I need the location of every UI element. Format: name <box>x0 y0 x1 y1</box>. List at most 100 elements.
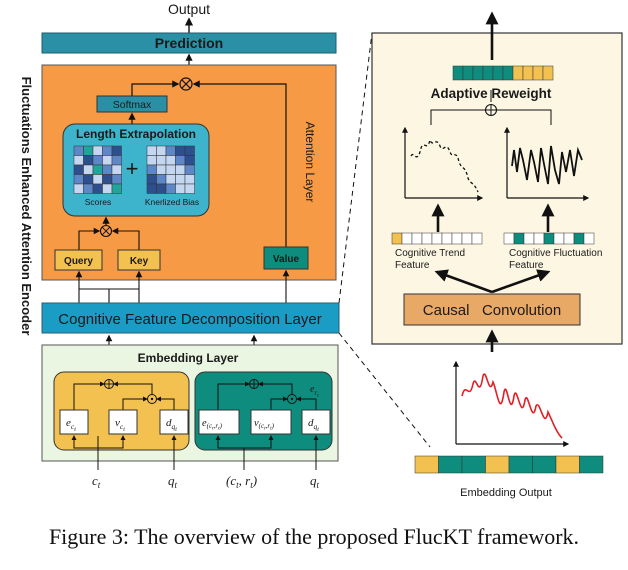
output-label: Output <box>168 1 210 17</box>
strip-cell <box>573 232 585 245</box>
heatmap-cell <box>73 174 84 185</box>
d-qt-label: dqt <box>166 417 177 433</box>
strip-cell <box>512 65 524 81</box>
dashed-connector-bottom <box>338 332 431 448</box>
strip-cell <box>391 232 403 245</box>
heatmap-cell <box>73 164 84 175</box>
strip-cell <box>579 455 604 474</box>
heatmap-cell <box>156 164 167 175</box>
heatmap-cell <box>146 183 157 194</box>
e-rt-label: ert <box>310 384 319 399</box>
value-to-otimes <box>192 80 287 247</box>
heatmap-cell <box>184 145 195 156</box>
strip-cell <box>411 232 423 245</box>
attention-layer-label: Attention Layer <box>303 122 317 203</box>
heatmap-cell <box>111 183 122 194</box>
embedding-output-strip <box>414 455 604 474</box>
prediction-label: Prediction <box>155 35 223 51</box>
heatmap-cell <box>175 145 186 156</box>
key-label: Key <box>130 256 149 267</box>
heatmap-cell <box>146 155 157 166</box>
heatmap-cell <box>156 174 167 185</box>
query-label: Query <box>64 256 93 267</box>
detail-panel <box>371 32 623 345</box>
fluct-feature-strip <box>503 232 595 245</box>
heatmap-cell <box>184 174 195 185</box>
input-qt-2: qt <box>310 473 320 490</box>
key-box <box>117 249 161 271</box>
heatmap-cell <box>73 145 84 156</box>
strip-cell <box>583 232 595 245</box>
strip-cell <box>431 232 443 245</box>
strip-cell <box>421 232 433 245</box>
heatmap-cell <box>146 174 157 185</box>
embedding-layer-label: Embedding Layer <box>138 351 239 365</box>
trend-feature-label: Cognitive Trend Feature <box>395 248 468 271</box>
v-ct-label: vct <box>115 417 125 433</box>
encoder-side-label: Fluctuations Enhanced Attention Encoder <box>19 77 34 336</box>
strip-cell <box>522 65 534 81</box>
heatmap-cell <box>73 183 84 194</box>
strip-cell <box>502 65 514 81</box>
heatmap-cell <box>175 164 186 175</box>
fluct-curve <box>511 145 583 185</box>
decomposition-layer-bar <box>41 302 340 334</box>
strip-cell <box>533 232 545 245</box>
trend-curve <box>410 137 479 193</box>
heatmap-cell <box>156 183 167 194</box>
heatmap-cell <box>102 145 113 156</box>
trend-feature-strip <box>391 232 483 245</box>
heatmap-cell <box>102 164 113 175</box>
input-qt-1: qt <box>168 473 178 490</box>
heatmap-cell <box>111 174 122 185</box>
heatmap-cell <box>83 183 94 194</box>
scores-label: Scores <box>85 197 111 207</box>
causal-convolution-label: Causal Convolution <box>423 302 561 319</box>
heatmap-cell <box>83 145 94 156</box>
heatmap-cell <box>111 155 122 166</box>
strip-cell <box>523 232 535 245</box>
strip-cell <box>543 232 555 245</box>
heatmap-cell <box>102 155 113 166</box>
key-to-otimes <box>111 227 140 250</box>
heatmap-cell <box>111 164 122 175</box>
fluct-feature-label: Cognitive Fluctuation Feature <box>509 248 605 271</box>
plus-symbol: + <box>126 156 139 181</box>
heatmap-cell <box>146 164 157 175</box>
conv-to-trend-arrow <box>434 269 493 294</box>
heatmap-cell <box>175 174 186 185</box>
e-ctrt-label: e(ct,rt) <box>202 418 223 432</box>
heatmap-cell <box>184 164 195 175</box>
value-label: Value <box>273 254 300 265</box>
heatmap-cell <box>175 155 186 166</box>
heatmap-cell <box>165 145 176 156</box>
heatmap-cell <box>92 183 103 194</box>
decomposition-layer-label: Cognitive Feature Decomposition Layer <box>58 311 321 328</box>
dashed-connector-top <box>338 32 373 304</box>
e-ctrt-box <box>198 409 240 435</box>
v-ctrt-label: v(ct,rt) <box>254 418 275 432</box>
softmax-to-otimes <box>131 80 180 96</box>
flucKT-diagram: Fluctuations Enhanced Attention Encoder … <box>19 1 623 499</box>
heatmap-cell <box>102 183 113 194</box>
strip-cell <box>485 455 510 474</box>
query-box <box>54 249 103 271</box>
reweighted-embedding-strip <box>452 65 554 81</box>
bias-heatmap <box>146 145 195 194</box>
heatmap-cell <box>111 145 122 156</box>
conv-to-fluct-arrow <box>491 269 551 294</box>
strip-cell <box>451 232 463 245</box>
heatmap-cell <box>156 145 167 156</box>
embedding-red-curve <box>461 373 563 439</box>
strip-cell <box>563 232 575 245</box>
strip-cell <box>508 455 533 474</box>
strip-cell <box>461 455 486 474</box>
heatmap-cell <box>92 155 103 166</box>
strip-cell <box>441 232 453 245</box>
d-qt-box <box>159 409 189 435</box>
query-to-otimes <box>78 227 101 250</box>
heatmap-cell <box>92 174 103 185</box>
strip-cell <box>438 455 463 474</box>
heatmap-cell <box>156 155 167 166</box>
